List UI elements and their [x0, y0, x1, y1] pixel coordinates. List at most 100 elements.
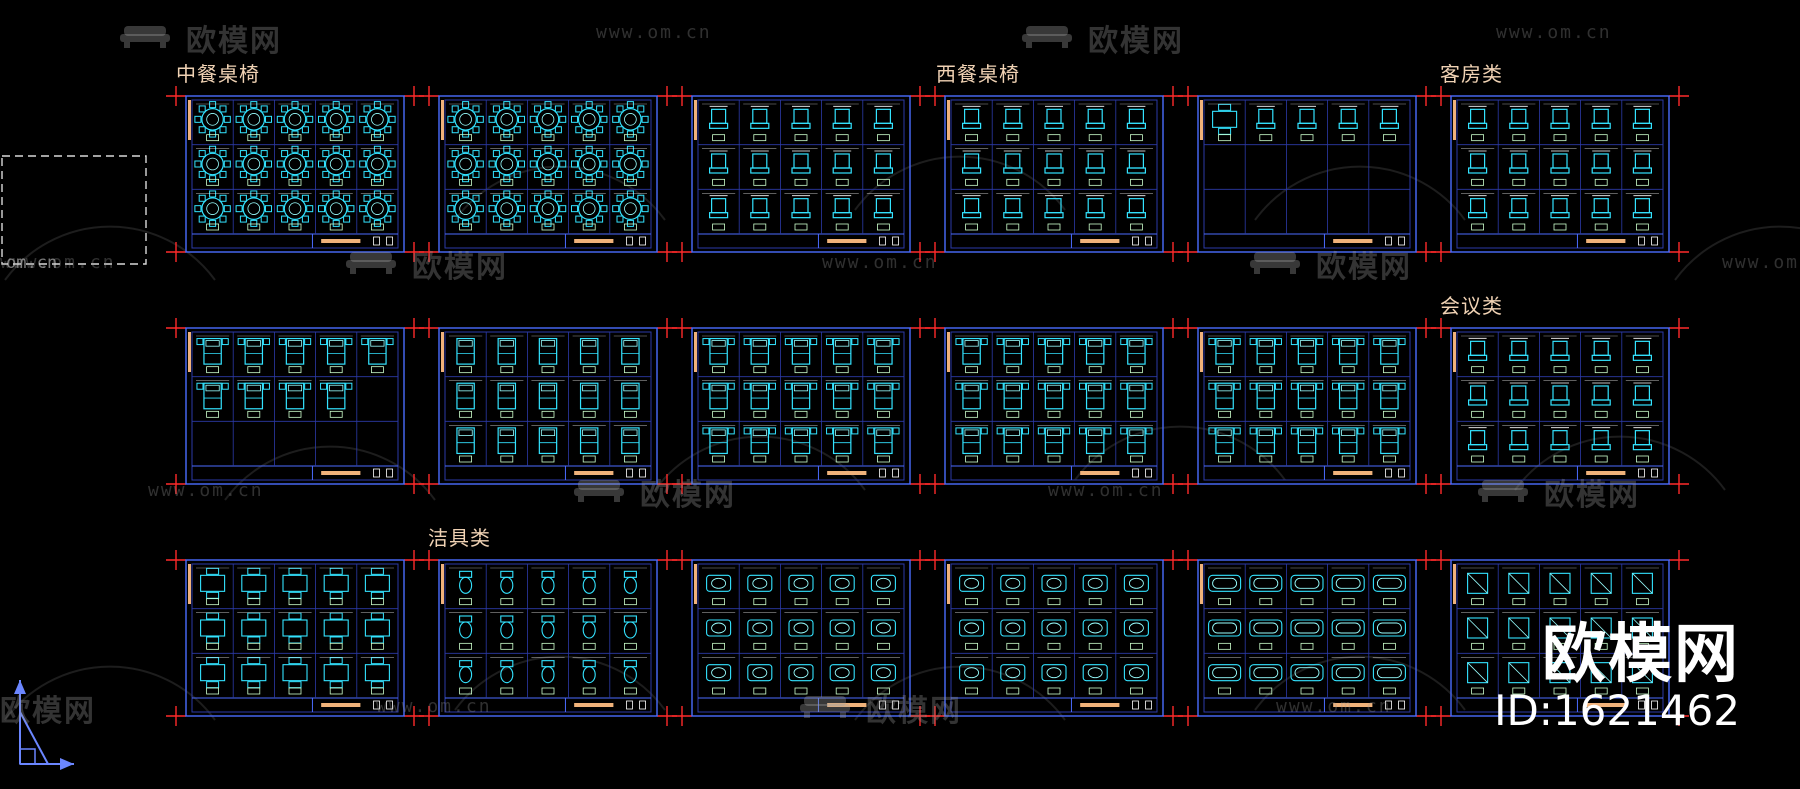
watermark-arc: [1674, 225, 1800, 281]
title-strip: [1333, 471, 1373, 475]
watermark-logo-text: 欧模网: [0, 694, 96, 729]
watermark-url: www.om.cn: [596, 22, 712, 43]
title-strip: [574, 239, 614, 243]
watermark-arc: [224, 445, 436, 501]
drawing-sheet[interactable]: [672, 318, 930, 494]
title-strip: [827, 703, 867, 707]
sofa-logo-icon: [796, 686, 854, 720]
watermark-arc: [4, 225, 216, 281]
sheet-frame: [944, 559, 1164, 717]
title-strip: [1586, 703, 1626, 707]
sheet-label-western-dining: 西餐桌椅: [936, 62, 1020, 86]
title-strip: [1333, 703, 1373, 707]
drawing-sheet[interactable]: [1178, 550, 1436, 726]
sheet-label-guestroom: 客房类: [1440, 62, 1503, 86]
brand-id: ID:1621462: [1494, 686, 1740, 735]
title-strip: [321, 471, 361, 475]
sheet-frame: [438, 327, 658, 485]
watermark-url: www.om.cn: [1722, 252, 1800, 273]
title-strip: [827, 471, 867, 475]
drawing-sheet[interactable]: [166, 86, 424, 262]
drawing-sheet[interactable]: [419, 318, 677, 494]
sheet-frame: [185, 95, 405, 253]
sheet-frame: [691, 559, 911, 717]
watermark-logo-text: 欧模网: [1088, 24, 1184, 59]
sofa-logo-icon: [1474, 470, 1532, 504]
sheet-frame: [691, 327, 911, 485]
watermark-arc: [454, 655, 666, 711]
sofa-logo-icon: [1018, 16, 1076, 50]
brand-badge: 欧模网: [1542, 618, 1740, 692]
drawing-sheet[interactable]: [1431, 86, 1689, 262]
sheet-frame: [944, 95, 1164, 253]
sheet-frame: [185, 559, 405, 717]
title-strip: [1080, 471, 1120, 475]
watermark-logo-text: 欧模网: [186, 24, 282, 59]
title-strip: [1586, 471, 1626, 475]
viewport-url-fragment: om.cn: [6, 253, 57, 273]
drawing-sheet[interactable]: [1431, 550, 1689, 726]
sheet-frame: [1197, 95, 1417, 253]
watermark-arc: [1254, 165, 1466, 221]
sheet-label-chinese-dining: 中餐桌椅: [176, 62, 260, 86]
drawing-sheet[interactable]: [672, 550, 930, 726]
title-strip: [321, 703, 361, 707]
title-strip: [1080, 239, 1120, 243]
watermark-logo-text: 欧模网: [866, 694, 962, 729]
title-strip: [574, 471, 614, 475]
watermark-logo-text: 欧模网: [1316, 250, 1412, 285]
title-strip: [574, 703, 614, 707]
drawing-sheet[interactable]: [672, 86, 930, 262]
drawing-sheet[interactable]: [166, 318, 424, 494]
drawing-sheet[interactable]: [925, 318, 1183, 494]
sheet-frame: [944, 327, 1164, 485]
watermark-arc: [654, 435, 866, 491]
sheet-frame: [691, 95, 911, 253]
sofa-logo-icon: [1246, 242, 1304, 276]
drawing-sheet[interactable]: [166, 550, 424, 726]
drawing-sheet[interactable]: [925, 550, 1183, 726]
sheet-frame: [185, 327, 405, 485]
dashed-viewport-rect[interactable]: [1, 155, 147, 265]
sheet-frame: [438, 95, 658, 253]
watermark-arc: [1254, 655, 1466, 711]
title-strip: [1333, 239, 1373, 243]
sofa-logo-icon: [116, 16, 174, 50]
sheet-label-sanitary: 洁具类: [428, 526, 491, 550]
title-strip: [1080, 703, 1120, 707]
watermark-arc: [1514, 435, 1726, 491]
watermark-logo-text: 欧模网: [412, 250, 508, 285]
drawing-sheet[interactable]: [925, 86, 1183, 262]
watermark-url: www.om.cn: [148, 480, 264, 501]
title-strip: [321, 239, 361, 243]
watermark-logo-text: 欧模网: [1544, 478, 1640, 513]
watermark-arc: [4, 665, 216, 721]
sheet-frame: [1450, 327, 1670, 485]
sheet-frame: [1197, 327, 1417, 485]
watermark-url: www.om.cn: [376, 696, 492, 717]
ucs-axis-icon: [14, 680, 74, 770]
drawing-sheet[interactable]: [1431, 318, 1689, 494]
watermark-arc: [1074, 425, 1286, 481]
title-strip: [1586, 239, 1626, 243]
watermark-url: www.om.cn: [1048, 480, 1164, 501]
drawing-sheet[interactable]: [1178, 86, 1436, 262]
watermark-url: www.om.cn: [0, 252, 116, 273]
sheet-frame: [1450, 95, 1670, 253]
watermark-url: www.om.cn: [1496, 22, 1612, 43]
sheet-frame: [1450, 559, 1670, 717]
watermark-url: www.om.cn: [1276, 696, 1392, 717]
sheet-frame: [438, 559, 658, 717]
sheet-frame: [1197, 559, 1417, 717]
sofa-logo-icon: [570, 470, 628, 504]
drawing-sheet[interactable]: [1178, 318, 1436, 494]
watermark-url: www.om.cn: [822, 252, 938, 273]
title-strip: [827, 239, 867, 243]
drawing-sheet[interactable]: [419, 86, 677, 262]
watermark-logo-text: 欧模网: [640, 478, 736, 513]
drawing-sheet[interactable]: [419, 550, 677, 726]
sheet-label-meeting: 会议类: [1440, 294, 1503, 318]
sofa-logo-icon: [342, 242, 400, 276]
